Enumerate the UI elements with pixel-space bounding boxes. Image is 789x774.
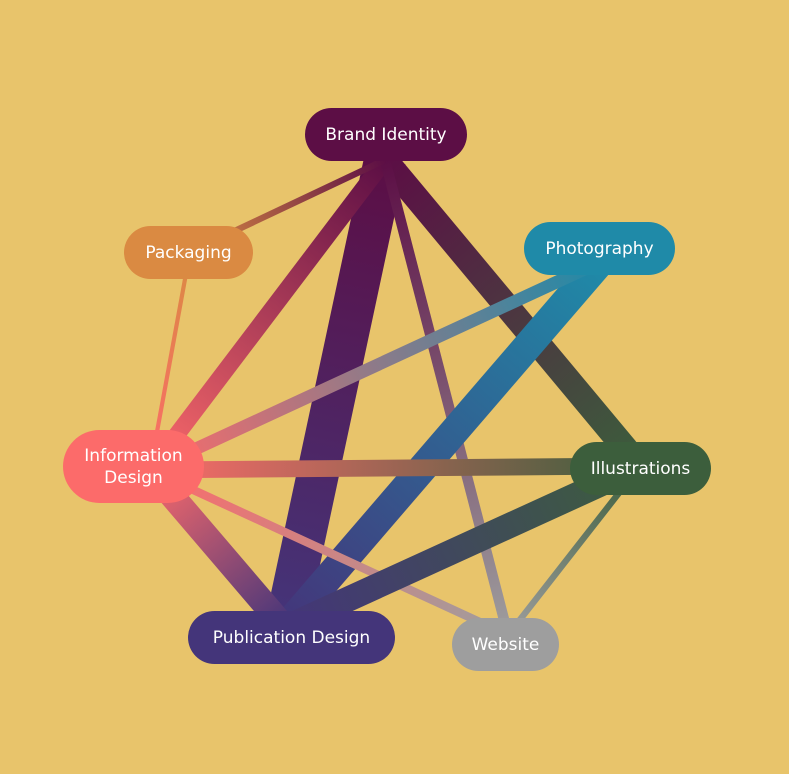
node-website[interactable]: Website [452, 618, 559, 671]
edge-brand-pub [264, 155, 406, 633]
node-brand-identity[interactable]: Brand Identity [305, 108, 467, 161]
node-packaging[interactable]: Packaging [124, 226, 253, 279]
edge-photo-info [147, 256, 603, 476]
edge-brand-web [379, 158, 514, 637]
node-illustrations[interactable]: Illustrations [570, 442, 711, 495]
edge-info-web [148, 466, 510, 639]
edge-brand-info [143, 154, 392, 476]
edge-pub-illus [279, 454, 646, 640]
edge-photo-pub [273, 252, 612, 638]
node-publication-design[interactable]: Publication Design [188, 611, 395, 664]
node-photography[interactable]: Photography [524, 222, 675, 275]
edge-info-illus [149, 457, 641, 479]
node-information-design[interactable]: Information Design [63, 430, 204, 503]
edge-brand-illus [375, 151, 650, 475]
